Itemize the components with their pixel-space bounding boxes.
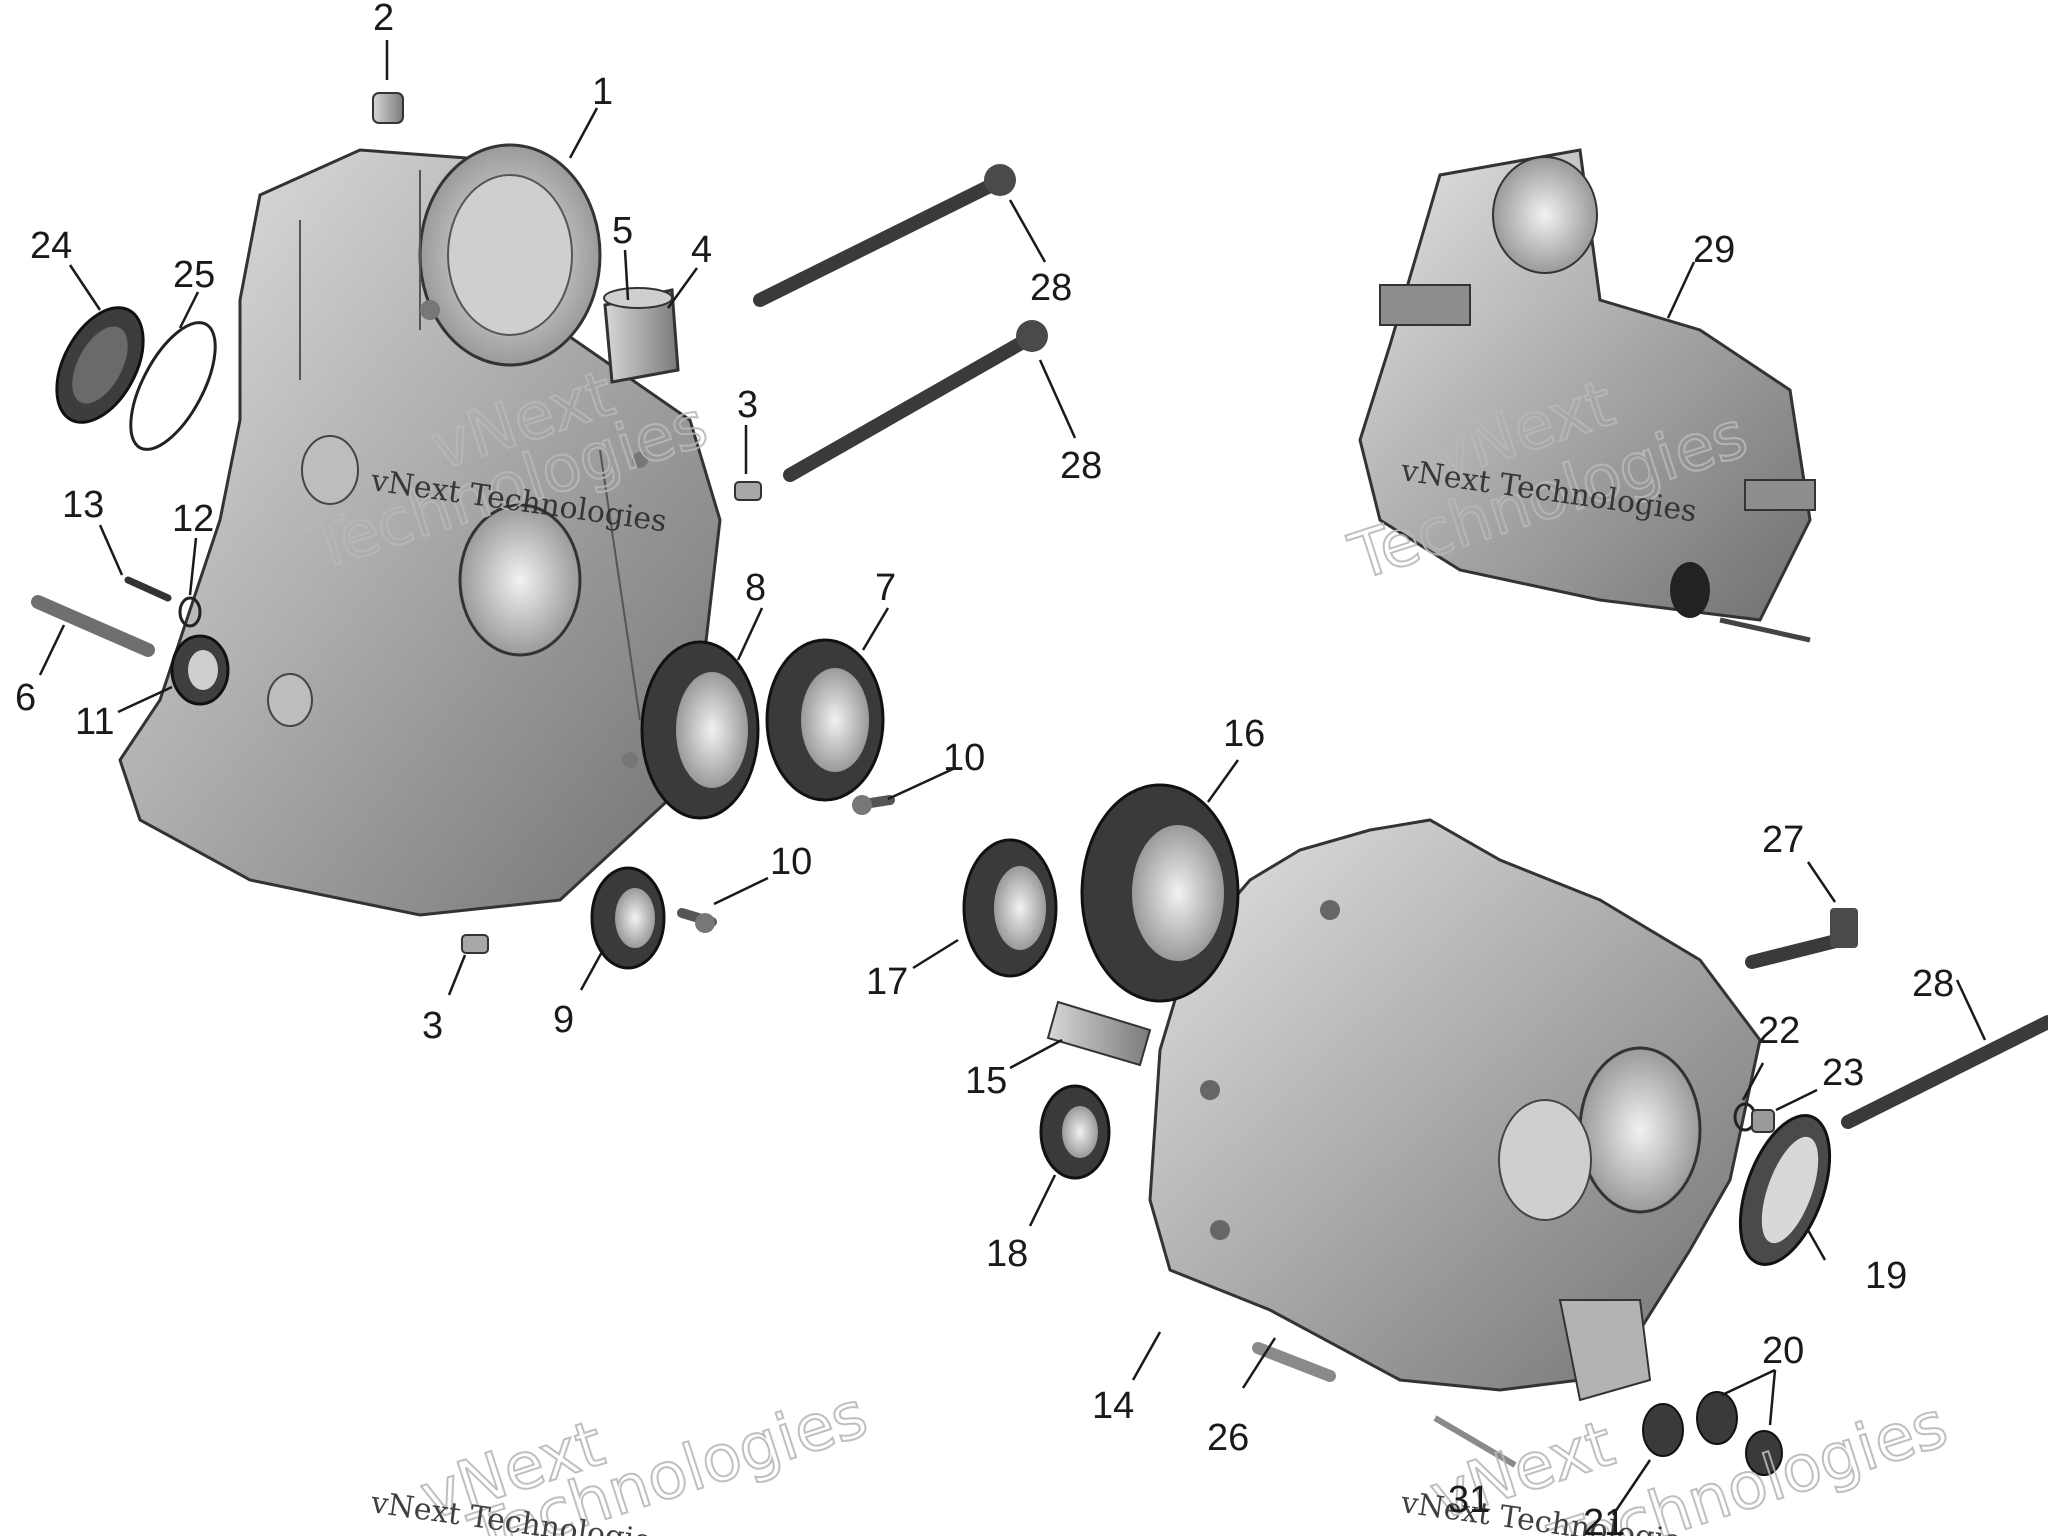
flange-bolt-part: [1252, 908, 1858, 1468]
small-o-ring-part: [178, 596, 202, 628]
callout-28-top: 28: [1030, 267, 1072, 309]
bushing-part: [603, 287, 680, 384]
callout-23: 23: [1822, 1052, 1864, 1094]
ring-part: [1642, 1391, 1783, 1476]
spacer-sleeve-part: [1046, 1000, 1152, 1067]
callout-27: 27: [1762, 819, 1804, 861]
callout-5: 5: [612, 210, 633, 252]
callout-19: 19: [1865, 1255, 1907, 1297]
callout-1: 1: [592, 71, 613, 113]
callout-17: 17: [866, 961, 908, 1003]
callout-28-mid: 28: [1060, 445, 1102, 487]
nut-part: [372, 92, 404, 124]
callout-28-right: 28: [1912, 963, 1954, 1005]
ball-bearing-part: [590, 638, 885, 970]
callout-12: 12: [172, 498, 214, 540]
callout-7: 7: [875, 567, 896, 609]
assembled-gearbox-part: [1358, 148, 1816, 643]
oil-seal-part: [1738, 1114, 1832, 1266]
seal-cover-part: [55, 306, 145, 424]
callout-31: 31: [1448, 1479, 1490, 1521]
callout-9: 9: [553, 999, 574, 1041]
callout-13: 13: [62, 484, 104, 526]
bolt-small-part: [677, 795, 895, 933]
callout-24: 24: [30, 225, 72, 267]
callout-16: 16: [1223, 713, 1265, 755]
callout-6: 6: [15, 677, 36, 719]
o-ring-part: [129, 321, 217, 451]
callout-10-bottom: 10: [770, 841, 812, 883]
callout-11: 11: [75, 701, 114, 743]
needle-bearing-part: [170, 634, 230, 706]
large-bearing-part: [962, 783, 1240, 1180]
callout-3-top: 3: [737, 384, 758, 426]
callout-8: 8: [745, 567, 766, 609]
dowel-pin-part: [461, 481, 762, 954]
callout-3-bottom: 3: [422, 1005, 443, 1047]
callout-29: 29: [1693, 229, 1735, 271]
callout-20: 20: [1762, 1330, 1804, 1372]
callout-25: 25: [173, 254, 215, 296]
callout-21: 21: [1583, 1502, 1625, 1536]
callouts: 2 1 24 25 5 4 28 28 3 13 12 6 11 8 7 10: [15, 0, 1987, 1536]
shaft-pin-part: [31, 595, 155, 657]
washer-nut-part: [1733, 1102, 1775, 1133]
callout-26: 26: [1207, 1417, 1249, 1459]
callout-15: 15: [965, 1060, 1007, 1102]
small-screw-part: [124, 576, 172, 602]
long-bolt-part: [753, 164, 2048, 1129]
callout-4: 4: [691, 229, 712, 271]
callout-10-top: 10: [943, 737, 985, 779]
callout-18: 18: [986, 1233, 1028, 1275]
left-housing-part: [118, 143, 722, 917]
callout-2: 2: [373, 0, 394, 39]
right-housing-part: [1148, 818, 1762, 1402]
callout-22: 22: [1758, 1010, 1800, 1052]
callout-14: 14: [1092, 1385, 1134, 1427]
